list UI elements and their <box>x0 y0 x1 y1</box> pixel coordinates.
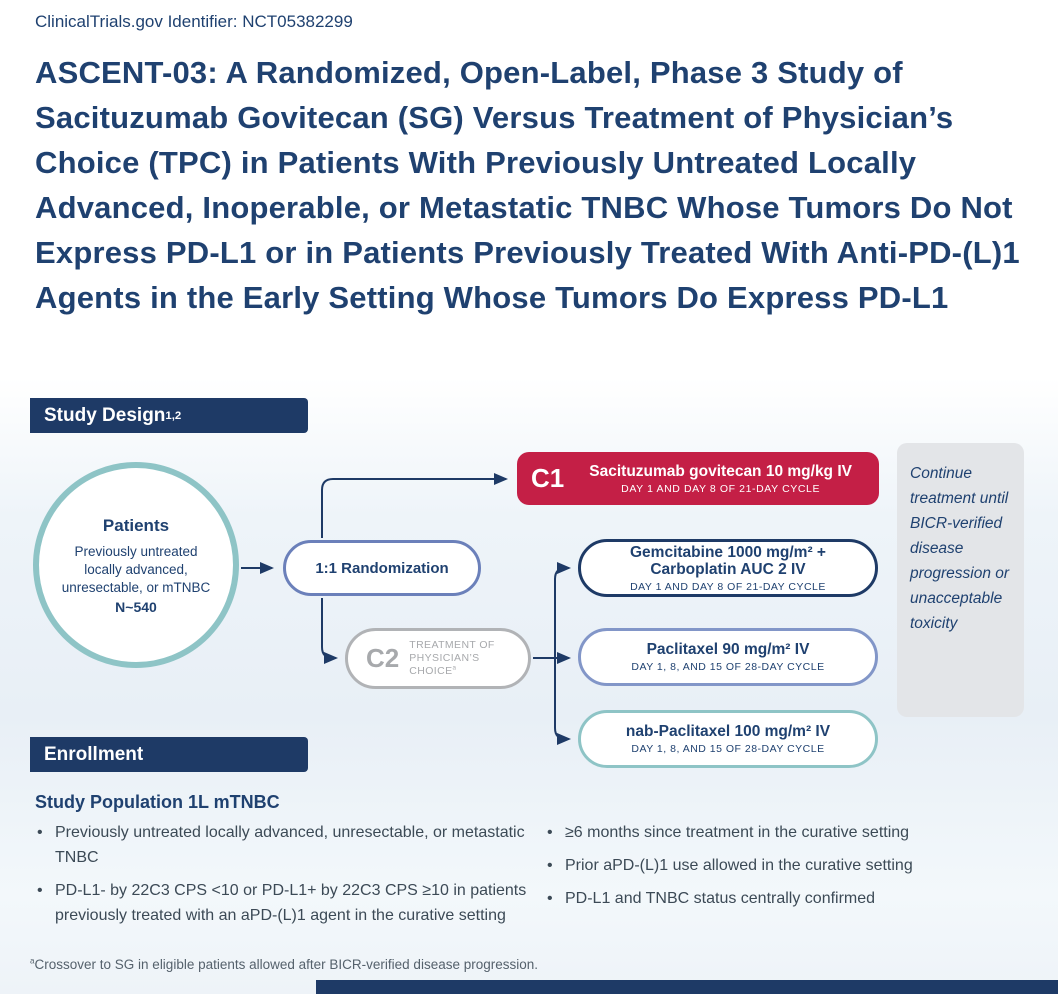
bullet-item: ≥6 months since treatment in the curativ… <box>543 820 1043 845</box>
tpc-option-regimen: Paclitaxel 90 mg/m² IV <box>646 641 810 658</box>
c2-arm-node: C2 TREATMENT OF PHYSICIAN’S CHOICEa <box>345 628 531 689</box>
randomization-node: 1:1 Randomization <box>283 540 481 596</box>
crossover-footnote: aCrossover to SG in eligible patients al… <box>30 957 538 972</box>
tpc-option-schedule: DAY 1 AND DAY 8 OF 21-DAY CYCLE <box>630 580 826 593</box>
bullet-item: PD-L1 and TNBC status centrally confirme… <box>543 886 1043 911</box>
bullet-item: PD-L1- by 22C3 CPS <10 or PD-L1+ by 22C3… <box>33 878 538 928</box>
patients-node: Patients Previously untreated locally ad… <box>33 462 239 668</box>
c1-schedule: DAY 1 AND DAY 8 OF 21-DAY CYCLE <box>621 482 821 495</box>
bullet-item: Previously untreated locally advanced, u… <box>33 820 538 870</box>
c1-arm-label: C1 <box>531 463 565 493</box>
footnote-marker: a <box>30 956 35 966</box>
c1-arm-node: C1 Sacituzumab govitecan 10 mg/kg IV DAY… <box>517 452 879 505</box>
tpc-option-gemcitabine-carboplatin: Gemcitabine 1000 mg/m² + Carboplatin AUC… <box>578 539 878 597</box>
patients-description: Previously untreated locally advanced, u… <box>61 543 211 595</box>
tpc-option-regimen: Gemcitabine 1000 mg/m² + Carboplatin AUC… <box>630 543 826 578</box>
connector-branch-to-tpc1 <box>554 562 571 658</box>
patients-title: Patients <box>102 515 170 535</box>
study-population-heading: Study Population 1L mTNBC <box>35 792 280 812</box>
footnote-text: Crossover to SG in eligible patients all… <box>34 957 539 972</box>
connector-randomization-to-c1 <box>321 473 508 538</box>
c2-arm-label: C2 <box>366 643 400 673</box>
c2-description: TREATMENT OF PHYSICIAN’S CHOICE <box>409 639 495 677</box>
tpc-option-schedule: DAY 1, 8, AND 15 OF 28-DAY CYCLE <box>631 661 825 673</box>
tpc-option-regimen: nab-Paclitaxel 100 mg/m² IV <box>625 723 831 740</box>
study-design-banner-label: Study Design <box>44 404 166 426</box>
patients-sample-size: N~540 <box>115 598 157 615</box>
c1-regimen: Sacituzumab govitecan 10 mg/kg IV <box>589 462 852 480</box>
bullet-item: Prior aPD-(L)1 use allowed in the curati… <box>543 853 1043 878</box>
nct-identifier: ClinicalTrials.gov Identifier: NCT053822… <box>35 12 353 31</box>
tpc-option-paclitaxel: Paclitaxel 90 mg/m² IV DAY 1, 8, AND 15 … <box>578 628 878 686</box>
footer-bar <box>316 980 1058 994</box>
c2-arm-text: TREATMENT OF PHYSICIAN’S CHOICEa <box>409 639 510 678</box>
connector-branch-to-tpc3 <box>554 658 571 745</box>
tpc-option-nab-paclitaxel: nab-Paclitaxel 100 mg/m² IV DAY 1, 8, AN… <box>578 710 878 768</box>
connector-randomization-to-c2 <box>321 598 338 664</box>
tpc-option-schedule: DAY 1, 8, AND 15 OF 28-DAY CYCLE <box>631 743 825 755</box>
enrollment-banner: Enrollment <box>30 737 308 772</box>
continue-treatment-note: Continue treatment until BICR-verified d… <box>897 443 1024 717</box>
randomization-label: 1:1 Randomization <box>315 559 449 577</box>
enrollment-bullets-left: Previously untreated locally advanced, u… <box>33 820 538 936</box>
c2-footnote-marker: a <box>452 664 457 672</box>
enrollment-bullets-right: ≥6 months since treatment in the curativ… <box>543 820 1043 919</box>
page-title: ASCENT-03: A Randomized, Open-Label, Pha… <box>35 55 1020 315</box>
enrollment-banner-label: Enrollment <box>44 743 144 765</box>
c1-arm-text: Sacituzumab govitecan 10 mg/kg IV DAY 1 … <box>576 463 865 495</box>
